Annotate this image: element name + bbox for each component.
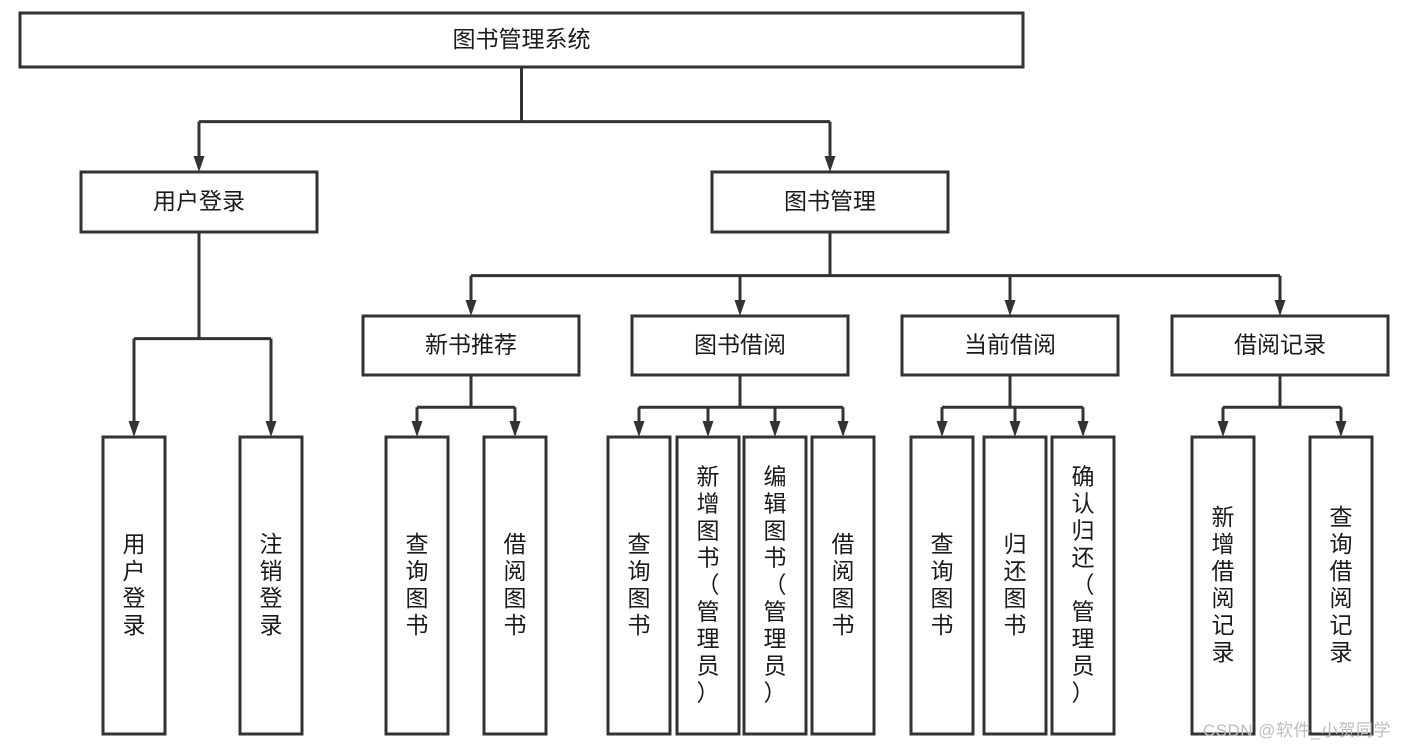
node-leaf-borrow-book-2[interactable]: 借阅图书 xyxy=(810,435,876,736)
node-box[interactable] xyxy=(630,314,850,377)
node-label: 图书管理 xyxy=(784,188,876,214)
node-leaf-query-book-1[interactable]: 查询图书 xyxy=(384,435,450,736)
arrow-head-icon xyxy=(193,156,205,172)
node-label: 注销登录 xyxy=(260,531,283,638)
arrow-head-icon xyxy=(824,156,836,172)
node-layer: 图书管理系统用户登录图书管理新书推荐图书借阅当前借阅借阅记录用户登录注销登录查询… xyxy=(18,11,1390,736)
node-label: 新书推荐 xyxy=(425,332,517,358)
node-box[interactable] xyxy=(101,435,167,736)
node-label: 用户登录 xyxy=(153,188,245,214)
arrow-head-icon xyxy=(411,421,423,437)
node-book-borrow[interactable]: 图书借阅 xyxy=(630,314,850,377)
node-box[interactable] xyxy=(482,435,548,736)
node-leaf-query-book-2[interactable]: 查询图书 xyxy=(606,435,672,736)
node-label: 借阅图书 xyxy=(832,531,855,638)
node-label: 图书管理系统 xyxy=(453,26,591,52)
node-leaf-edit-book[interactable]: 编辑图书（管理员） xyxy=(742,435,808,736)
node-label: 新增借阅记录 xyxy=(1212,504,1235,665)
node-label: 新增图书（管理员） xyxy=(697,464,720,706)
arrow-head-icon xyxy=(633,421,645,437)
node-label: 确认归还（管理员） xyxy=(1072,464,1095,706)
node-leaf-add-book[interactable]: 新增图书（管理员） xyxy=(675,435,741,736)
arrow-head-icon xyxy=(465,300,477,316)
node-box[interactable] xyxy=(900,314,1120,377)
node-user-login[interactable]: 用户登录 xyxy=(79,170,319,234)
node-box[interactable] xyxy=(79,170,319,234)
node-leaf-query-book-3[interactable]: 查询图书 xyxy=(909,435,975,736)
arrow-head-icon xyxy=(128,421,140,437)
node-root[interactable]: 图书管理系统 xyxy=(18,11,1025,69)
node-box[interactable] xyxy=(238,435,304,736)
arrow-head-icon xyxy=(1077,421,1089,437)
node-label: 当前借阅 xyxy=(964,332,1056,358)
node-box[interactable] xyxy=(384,435,450,736)
node-box[interactable] xyxy=(810,435,876,736)
arrow-head-icon xyxy=(837,421,849,437)
node-leaf-user-login[interactable]: 用户登录 xyxy=(101,435,167,736)
node-book-manage[interactable]: 图书管理 xyxy=(710,170,950,234)
arrow-head-icon xyxy=(1335,421,1347,437)
arrow-head-icon xyxy=(734,300,746,316)
node-box[interactable] xyxy=(1050,435,1116,736)
node-leaf-borrow-book-1[interactable]: 借阅图书 xyxy=(482,435,548,736)
node-box[interactable] xyxy=(982,435,1048,736)
node-box[interactable] xyxy=(18,11,1025,69)
node-label: 借阅图书 xyxy=(504,531,527,638)
node-label: 归还图书 xyxy=(1004,531,1027,638)
arrow-head-icon xyxy=(769,421,781,437)
arrow-head-icon xyxy=(936,421,948,437)
node-leaf-query-record[interactable]: 查询借阅记录 xyxy=(1308,435,1374,736)
node-box[interactable] xyxy=(675,435,741,736)
node-borrow-record[interactable]: 借阅记录 xyxy=(1170,314,1390,377)
node-label: 图书借阅 xyxy=(694,332,786,358)
node-new-book-rec[interactable]: 新书推荐 xyxy=(361,314,581,377)
node-box[interactable] xyxy=(606,435,672,736)
arrow-head-icon xyxy=(702,421,714,437)
node-label: 借阅记录 xyxy=(1234,332,1326,358)
node-box[interactable] xyxy=(1170,314,1390,377)
arrow-head-icon xyxy=(1009,421,1021,437)
node-box[interactable] xyxy=(742,435,808,736)
node-leaf-logout[interactable]: 注销登录 xyxy=(238,435,304,736)
node-box[interactable] xyxy=(361,314,581,377)
node-label: 查询图书 xyxy=(406,531,429,638)
arrow-head-icon xyxy=(1274,300,1286,316)
node-label: 查询借阅记录 xyxy=(1330,504,1353,665)
node-leaf-confirm-return[interactable]: 确认归还（管理员） xyxy=(1050,435,1116,736)
arrow-head-icon xyxy=(1004,300,1016,316)
node-label: 查询图书 xyxy=(931,531,954,638)
node-leaf-add-record[interactable]: 新增借阅记录 xyxy=(1190,435,1256,736)
node-label: 用户登录 xyxy=(123,531,146,638)
node-leaf-return-book[interactable]: 归还图书 xyxy=(982,435,1048,736)
arrow-head-icon xyxy=(1217,421,1229,437)
arrow-head-icon xyxy=(265,421,277,437)
node-box[interactable] xyxy=(909,435,975,736)
arrow-head-icon xyxy=(509,421,521,437)
node-box[interactable] xyxy=(1308,435,1374,736)
connector-layer xyxy=(128,67,1347,437)
node-box[interactable] xyxy=(710,170,950,234)
node-box[interactable] xyxy=(1190,435,1256,736)
node-label: 编辑图书（管理员） xyxy=(764,464,787,706)
node-label: 查询图书 xyxy=(628,531,651,638)
node-current-borrow[interactable]: 当前借阅 xyxy=(900,314,1120,377)
